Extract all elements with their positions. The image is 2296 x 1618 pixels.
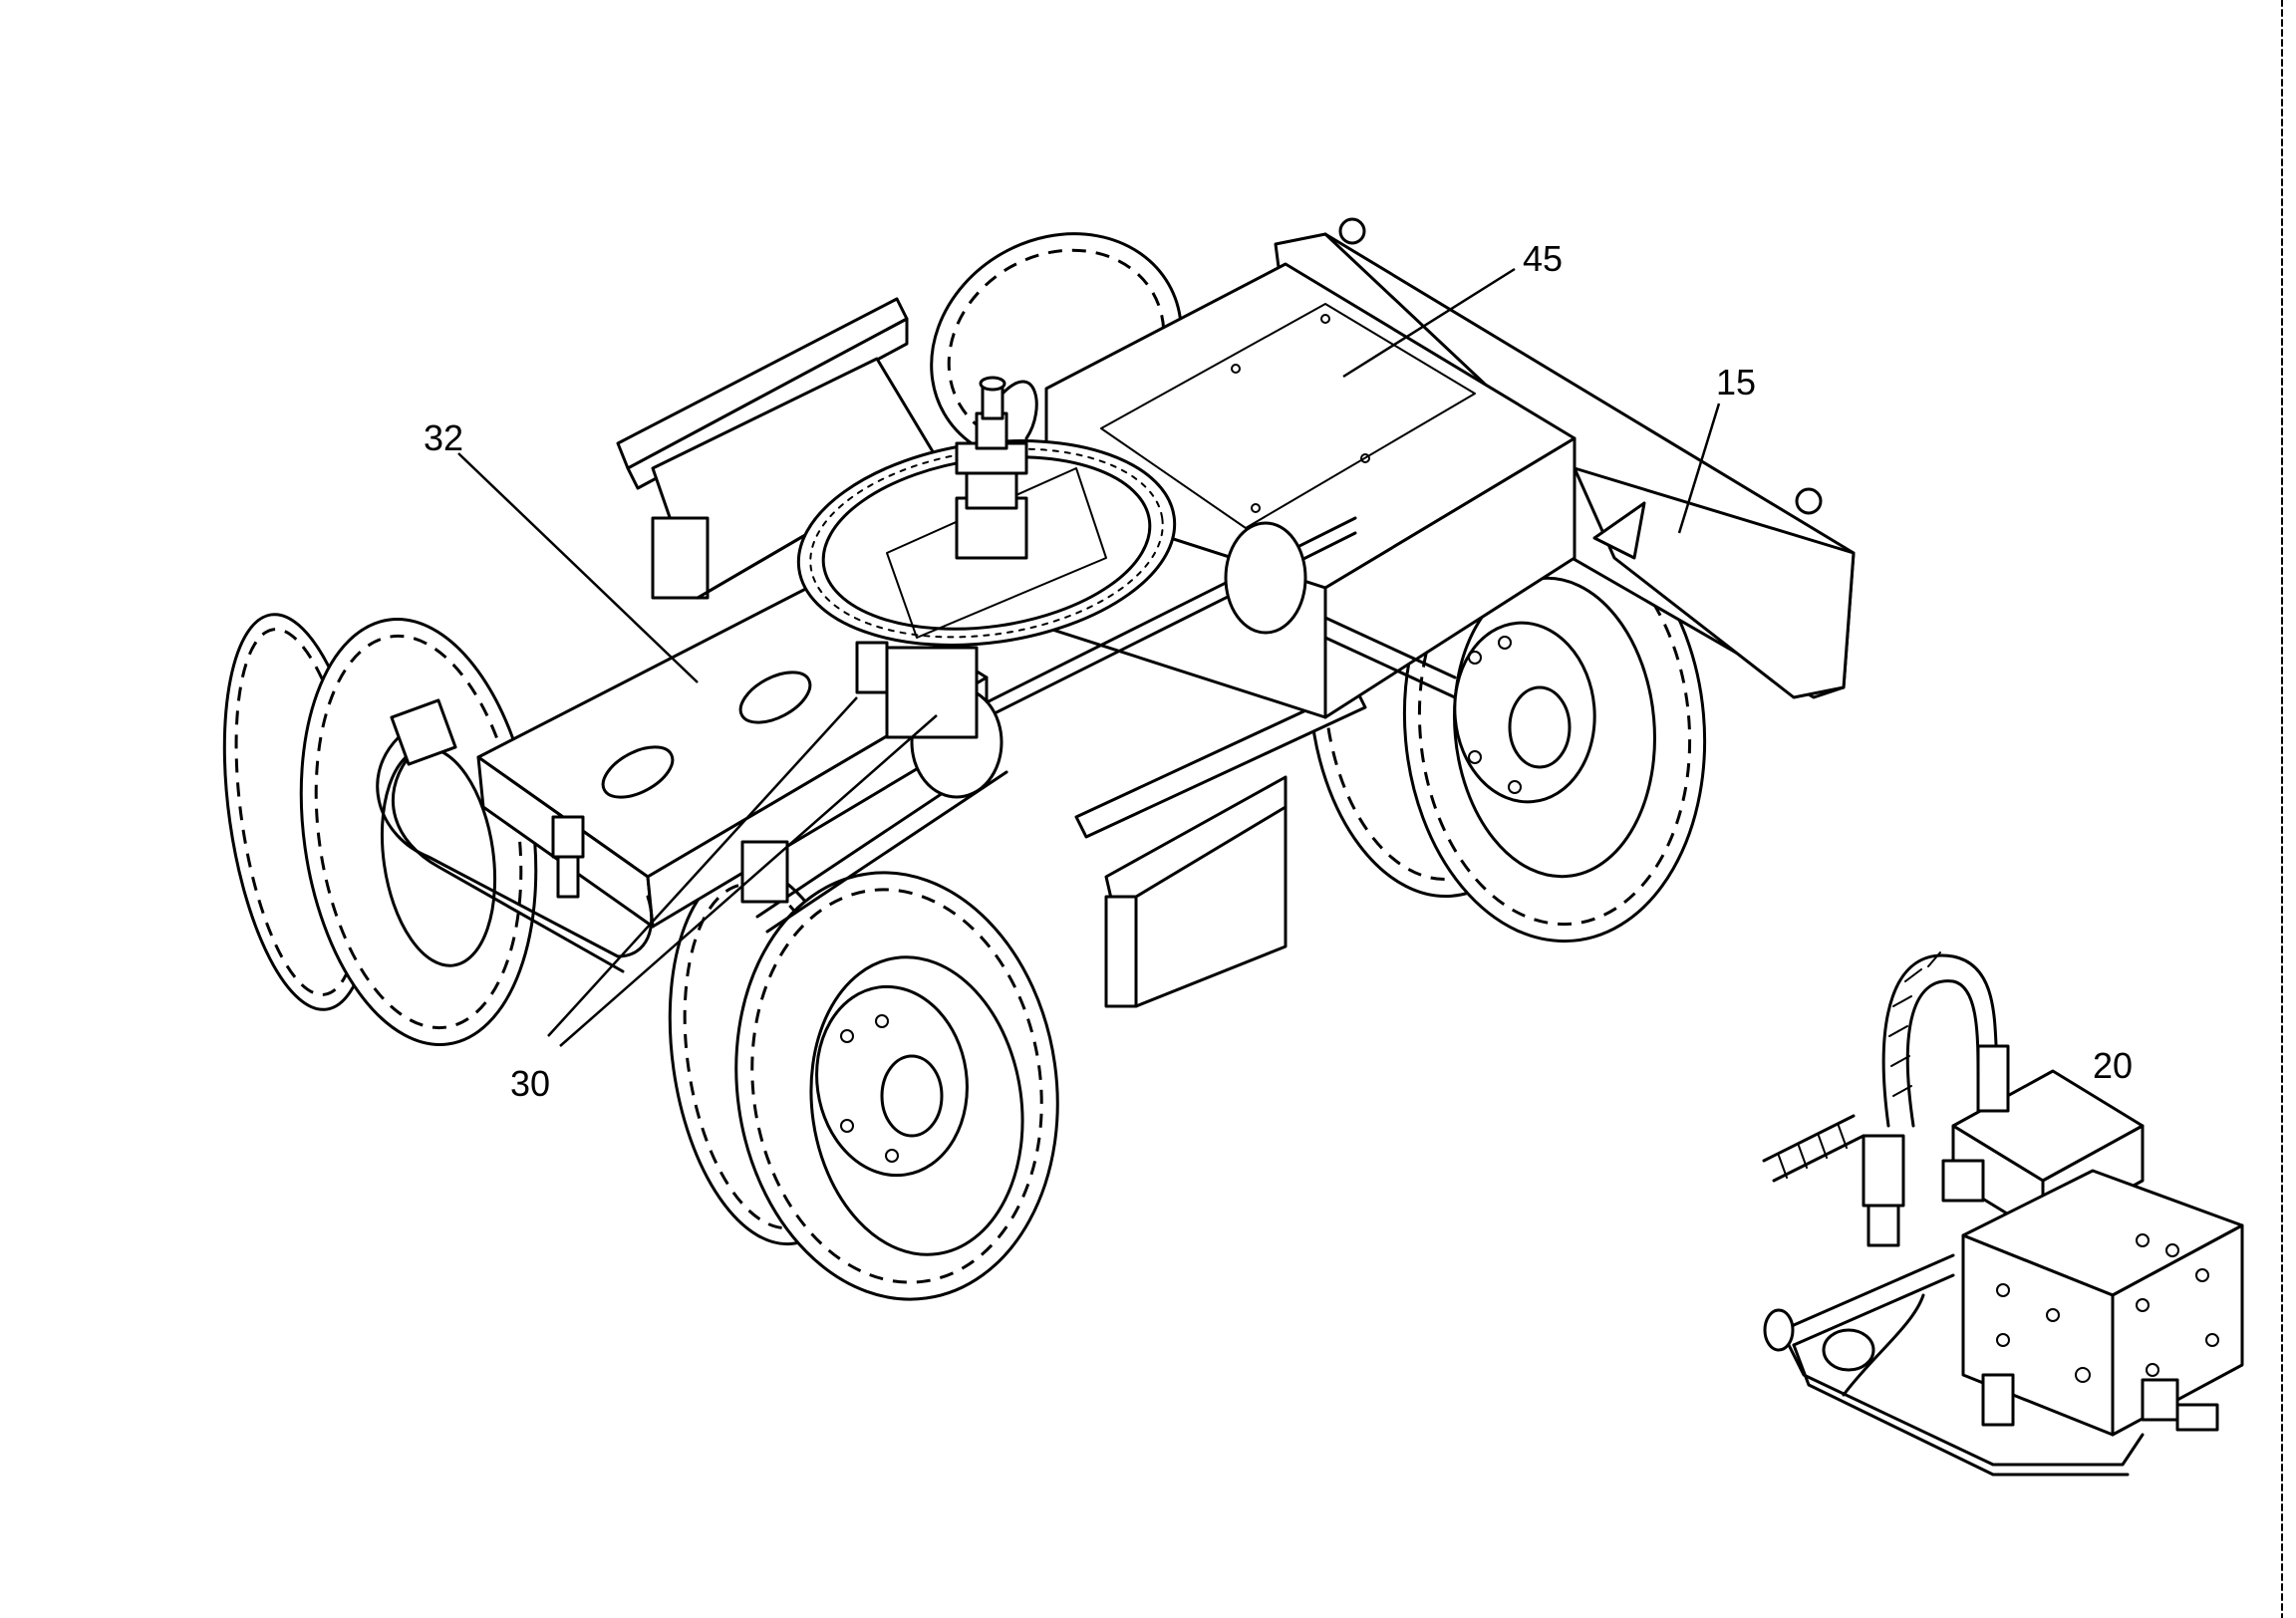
leader-32 [457, 452, 699, 683]
undercarriage-drawing [222, 217, 1856, 1301]
leader-30a [547, 696, 858, 1037]
callout-15: 15 [1716, 362, 1756, 403]
callout-32: 32 [424, 417, 463, 458]
leader-lines [457, 267, 1721, 1047]
leader-45 [1342, 267, 1516, 379]
valve-block-detail [1762, 951, 2244, 1477]
leader-15 [1677, 403, 1721, 534]
callout-20: 20 [2093, 1045, 2133, 1086]
rear-left-wheels [222, 613, 538, 1047]
hydraulic-piping [376, 641, 889, 973]
front-bottom-wheels [668, 866, 1059, 1301]
leader-30b [559, 714, 938, 1047]
drive-shafts [755, 516, 1457, 934]
frame-rails [616, 297, 1367, 1008]
swivel-joint [955, 376, 1038, 560]
callout-30: 30 [510, 1063, 550, 1104]
callout-45: 45 [1523, 238, 1563, 279]
